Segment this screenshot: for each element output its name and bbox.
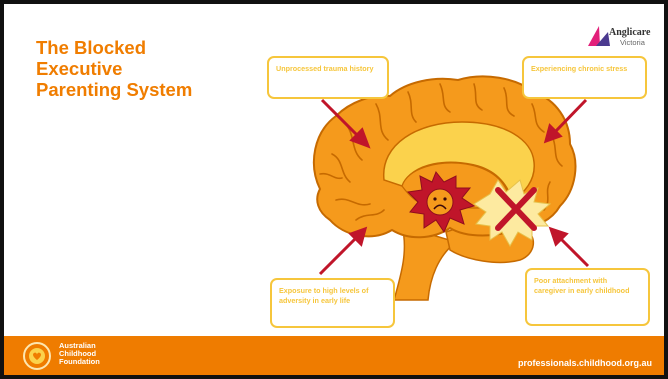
slide: The Blocked Executive Parenting System A…: [4, 4, 664, 375]
acf-name: Australian Childhood Foundation: [59, 342, 100, 366]
callout-early-adversity: Exposure to high levels of adversity in …: [270, 278, 395, 328]
callout-poor-attachment: Poor attachment with caregiver in early …: [525, 268, 650, 326]
arrow-bottom-right: [560, 238, 588, 266]
footer-bar: Australian Childhood Foundation professi…: [4, 336, 664, 375]
footer-url[interactable]: professionals.childhood.org.au: [518, 358, 652, 368]
amygdala-face: [427, 189, 453, 215]
arrow-bottom-left: [320, 238, 356, 274]
callout-chronic-stress: Experiencing chronic stress: [522, 56, 647, 99]
callout-trauma-history: Unprocessed trauma history: [267, 56, 389, 99]
acf-heart-logo-icon: [22, 341, 52, 371]
acf-line-3: Foundation: [59, 358, 100, 366]
